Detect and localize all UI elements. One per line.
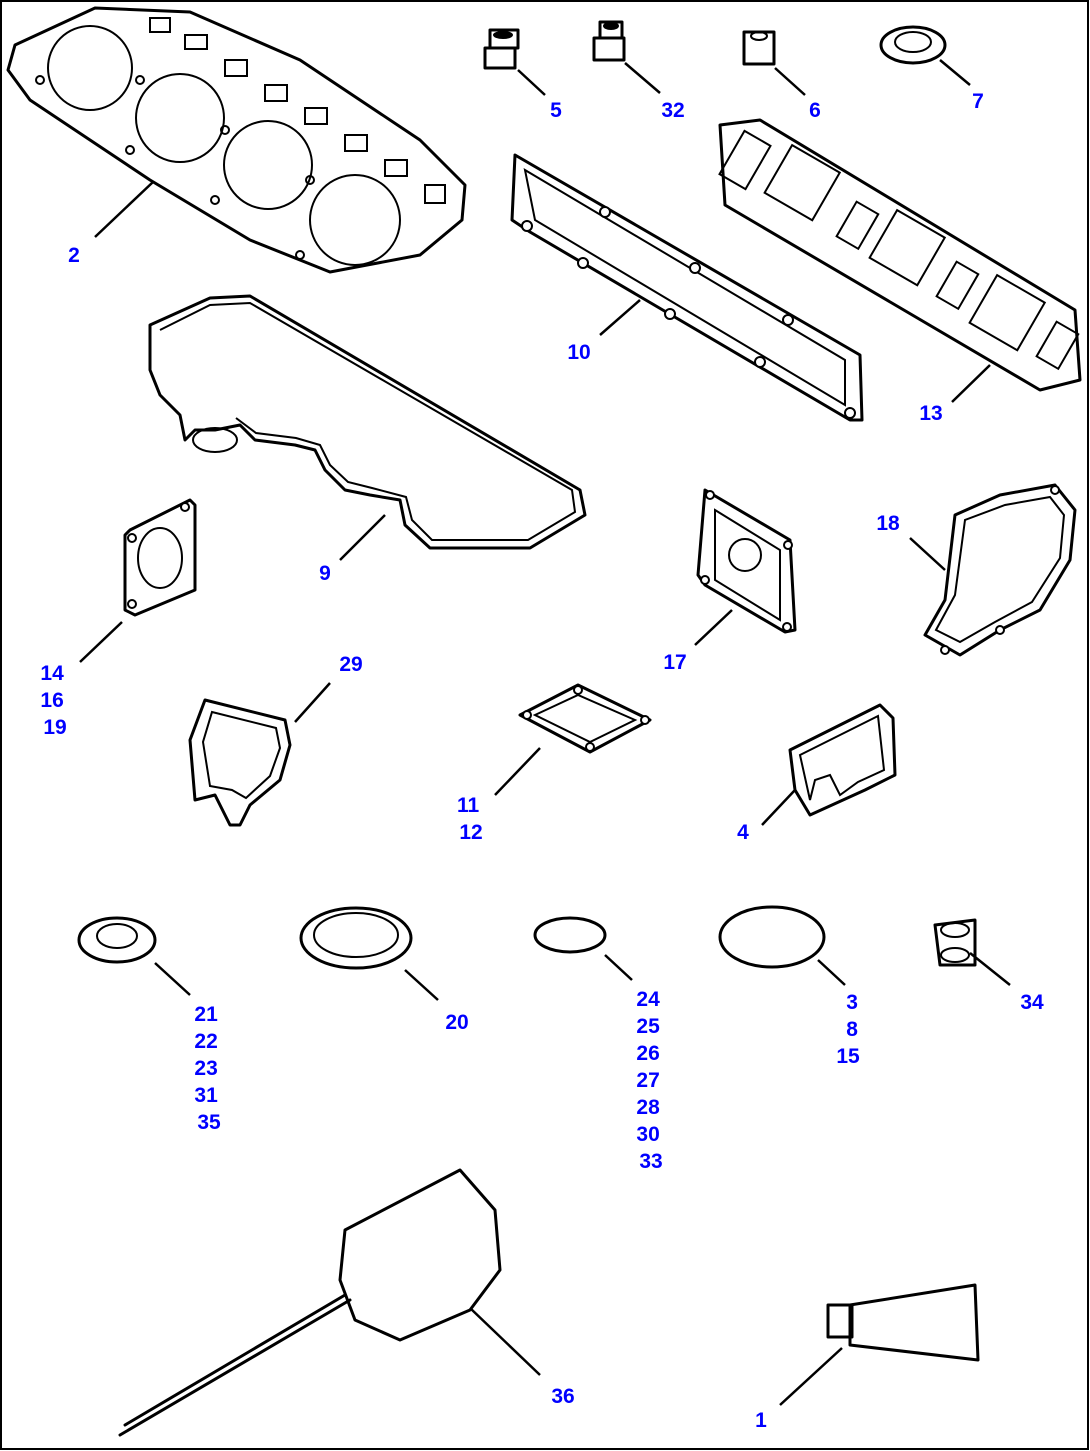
seal-34	[933, 918, 977, 967]
cleaning-brush-36	[118, 1168, 502, 1437]
callout-7: 7	[972, 90, 984, 113]
callout-1: 1	[755, 1409, 767, 1432]
intake-manifold-gasket	[510, 153, 864, 422]
thermostat-gasket-14	[123, 498, 197, 617]
callout-9: 9	[319, 562, 331, 585]
gasket-4	[788, 703, 897, 817]
callout-11: 11 12	[457, 794, 485, 844]
cover-gasket-17	[696, 488, 797, 634]
valve-stem-seal-32	[592, 20, 626, 62]
callout-6: 6	[809, 99, 821, 122]
callout-34: 34	[1020, 991, 1044, 1014]
callout-labels: 2 5 32 6 7 10 13 9 14 16 19 17 18 29 11 …	[40, 90, 1044, 1432]
callout-17: 17	[663, 651, 686, 674]
rocker-cover-gasket	[148, 294, 587, 550]
callout-32: 32	[661, 99, 684, 122]
callout-18: 18	[876, 512, 900, 535]
gasket-29	[188, 698, 292, 827]
valve-stem-seal-5	[483, 28, 520, 70]
sealant-tube-1	[826, 1283, 980, 1362]
cylinder-head-gasket	[6, 6, 467, 274]
callout-10: 10	[567, 341, 590, 364]
callout-2: 2	[68, 244, 80, 267]
callout-21: 21 22 23 31 35	[194, 1003, 223, 1134]
seal-20	[299, 906, 413, 970]
callout-24: 24 25 26 27 28 30 33	[636, 988, 665, 1173]
callout-36: 36	[551, 1385, 574, 1408]
o-ring-24	[533, 916, 607, 954]
seal-21	[77, 916, 157, 964]
callout-14: 14 16 19	[40, 662, 69, 739]
callout-3: 3 8 15	[836, 991, 863, 1068]
o-ring-3	[718, 905, 826, 969]
gasket-11	[518, 683, 652, 754]
callout-20: 20	[445, 1011, 468, 1034]
seal-6	[742, 30, 776, 66]
exhaust-manifold-gasket	[718, 118, 1082, 392]
seal-ring-7	[879, 25, 947, 65]
callout-29: 29	[339, 653, 362, 676]
callout-4: 4	[737, 821, 749, 844]
callout-13: 13	[919, 402, 942, 425]
callout-5: 5	[550, 99, 562, 122]
leader-lines	[79, 59, 1011, 1406]
water-pump-gasket-18	[923, 483, 1077, 657]
